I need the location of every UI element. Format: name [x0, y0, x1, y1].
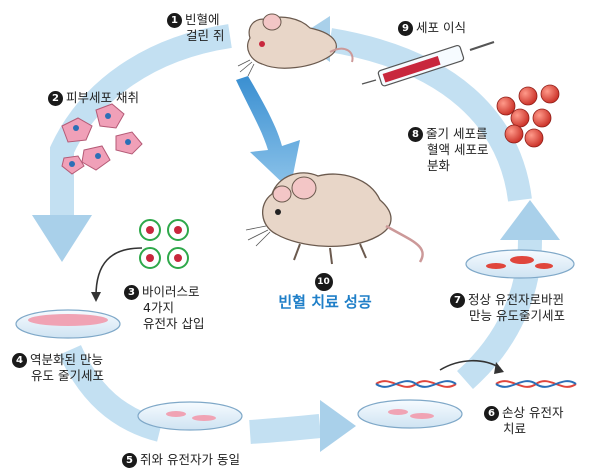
step-number-badge: 7	[450, 293, 465, 308]
sick-mouse-icon	[237, 13, 354, 77]
petri-dish-7	[465, 249, 575, 279]
result-text: 빈혈 치료 성공	[278, 293, 372, 311]
step-number-badge: 10	[314, 273, 333, 291]
cycle-arrowhead-bottom	[320, 400, 356, 452]
step-number-badge: 4	[12, 353, 27, 368]
step-number-badge: 8	[408, 127, 423, 142]
blood-cells-icon	[496, 84, 560, 148]
step-number-badge: 1	[167, 13, 182, 28]
step-number-badge: 2	[48, 91, 63, 106]
step-number-badge: 5	[122, 453, 137, 468]
skin-cells-icon	[61, 103, 143, 175]
cycle-arc-bottom-left	[59, 344, 164, 442]
cycle-arrowhead-right	[500, 200, 560, 240]
result-label: 10 빈혈 치료 성공	[270, 270, 380, 312]
insert-arrow	[95, 247, 143, 297]
repair-arrow	[439, 359, 501, 371]
petri-dish-6	[357, 399, 463, 429]
step-number-badge: 6	[484, 406, 499, 421]
repair-arrowhead	[494, 362, 504, 374]
healthy-mouse-icon	[245, 172, 424, 265]
cycle-arrowhead-left	[32, 215, 92, 262]
syringe-icon	[361, 41, 495, 87]
virus-icon	[139, 219, 189, 269]
step-number-badge: 9	[398, 21, 413, 36]
cycle-arc-top-right	[328, 28, 532, 202]
insert-arrowhead	[91, 292, 101, 302]
petri-dish-5	[137, 401, 243, 431]
cycle-arc-bottom	[249, 414, 322, 444]
petri-dish-4	[15, 309, 121, 339]
center-down-arrow	[236, 76, 300, 190]
step-number-badge: 3	[124, 285, 139, 300]
dna-strand-icon	[375, 380, 577, 388]
